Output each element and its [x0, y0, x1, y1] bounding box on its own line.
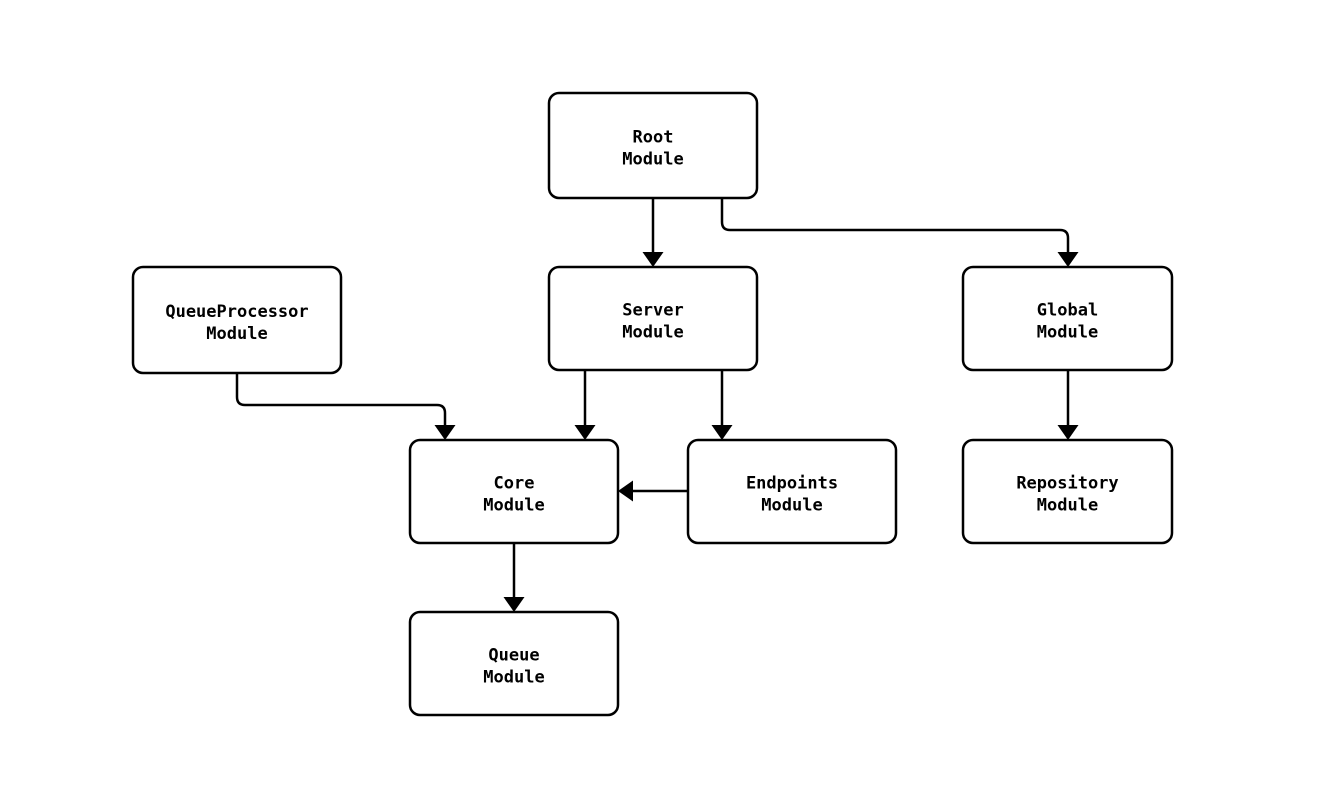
arrowhead-core-to-queue [503, 597, 525, 612]
arrowhead-endpoints-to-core [618, 480, 633, 502]
node-endpoints-label-line2: Module [761, 496, 822, 516]
edge-queueprocessor-to-core [235, 373, 447, 425]
edge-root-to-global [720, 198, 1070, 252]
node-queueprocessor-label-line1: QueueProcessor [165, 302, 308, 322]
node-repository-label-line2: Module [1037, 496, 1098, 516]
node-root-label-line2: Module [622, 150, 683, 170]
node-queueprocessor-box [131, 265, 343, 375]
node-endpoints-label-line1: Endpoints [746, 474, 838, 494]
node-core-label-line2: Module [483, 496, 544, 516]
node-server-box [547, 265, 759, 372]
node-global-label-line2: Module [1037, 323, 1098, 343]
node-queue-label-line1: Queue [488, 646, 539, 666]
node-core-label-line1: Core [494, 474, 535, 494]
node-root-box [547, 91, 759, 200]
node-root-label-line1: Root [633, 128, 674, 148]
node-endpoints-box [686, 438, 898, 545]
arrowhead-root-to-global [1057, 252, 1079, 267]
node-queueprocessor-label-line2: Module [206, 324, 267, 344]
node-server-label-line2: Module [622, 323, 683, 343]
node-queue-label-line2: Module [483, 668, 544, 688]
arrowhead-global-to-repository [1057, 425, 1079, 440]
arrowhead-queueprocessor-to-core [434, 425, 456, 440]
node-repository-label-line1: Repository [1016, 474, 1118, 494]
node-core-box [408, 438, 620, 545]
arrowhead-server-to-endpoints [711, 425, 733, 440]
node-repository-box [961, 438, 1174, 545]
arrowhead-server-to-core [574, 425, 596, 440]
arrowhead-root-to-server [642, 252, 664, 267]
edges-layer [235, 198, 1079, 612]
node-server-label-line1: Server [622, 301, 683, 321]
node-queue-box [408, 610, 620, 717]
node-global-box [961, 265, 1174, 372]
node-global-label-line1: Global [1037, 301, 1098, 321]
